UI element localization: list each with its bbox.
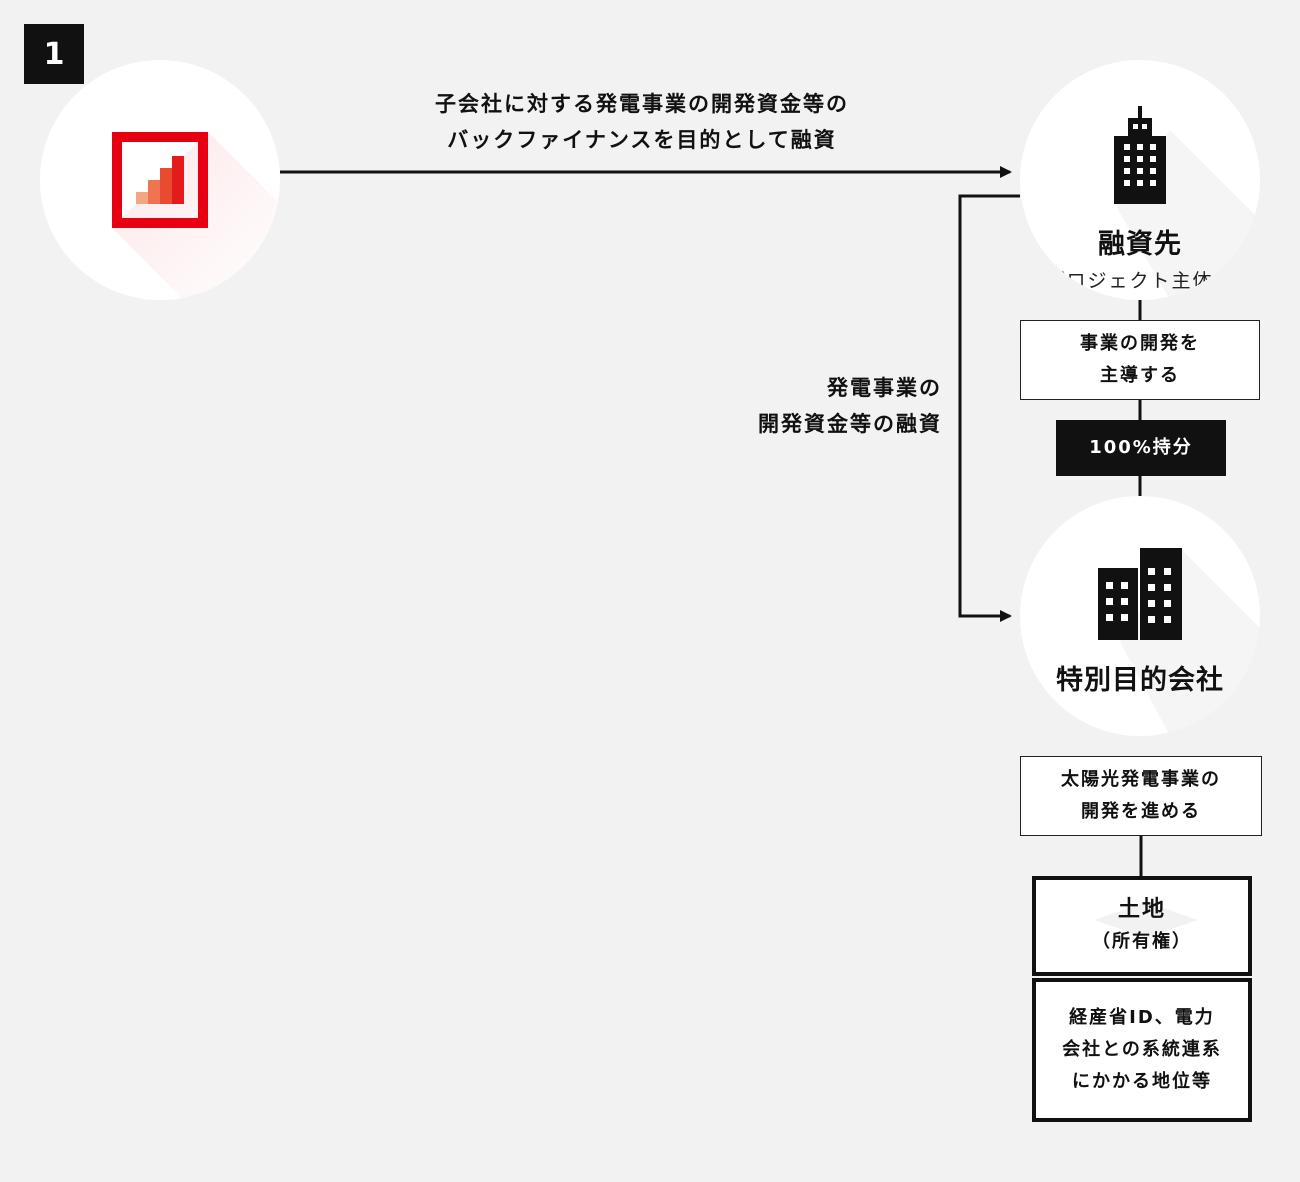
borrower-role-line2: 主導する xyxy=(1100,365,1180,386)
side-arrow-caption-line1: 発電事業の xyxy=(827,376,942,400)
bar-chart-logo-icon xyxy=(112,132,208,228)
office-buildings-icon xyxy=(1098,548,1182,640)
land-subtitle: （所有権） xyxy=(1092,931,1192,952)
lender-circle xyxy=(40,60,280,300)
side-arrow-caption-line2: 開発資金等の融資 xyxy=(758,412,942,436)
borrower-circle: 融資先 （プロジェクト主体者） xyxy=(1020,60,1260,300)
borrower-role-box: 事業の開発を 主導する xyxy=(1020,320,1260,400)
borrower-title: 融資先 xyxy=(1098,229,1182,260)
spc-title: 特別目的会社 xyxy=(1056,665,1224,696)
borrower-subtitle: （プロジェクト主体者） xyxy=(1024,270,1256,292)
land-asset-box: 土地 （所有権） xyxy=(1032,876,1252,976)
top-arrow-caption-line2: バックファイナンスを目的として融資 xyxy=(447,128,837,152)
side-arrow-caption: 発電事業の 開発資金等の融資 xyxy=(700,370,942,442)
spc-role-box: 太陽光発電事業の 開発を進める xyxy=(1020,756,1262,836)
borrower-to-spc-arrow xyxy=(958,194,1020,622)
top-arrow-caption-line1: 子会社に対する発電事業の開発資金等の xyxy=(435,92,849,116)
spc-role-line2: 開発を進める xyxy=(1081,801,1201,822)
step-number-badge: 1 xyxy=(24,24,84,84)
lender-long-shadow xyxy=(112,132,280,300)
borrower-role-line1: 事業の開発を xyxy=(1080,333,1200,354)
ownership-label: 100%持分 xyxy=(1089,437,1193,458)
office-tower-icon xyxy=(1114,106,1166,204)
ownership-badge: 100%持分 xyxy=(1056,420,1226,476)
grid-rights-line1: 経産省ID、電力 xyxy=(1069,1007,1215,1028)
grid-rights-line3: にかかる地位等 xyxy=(1072,1071,1212,1092)
land-title: 土地 xyxy=(1117,897,1166,922)
grid-rights-box: 経産省ID、電力 会社との系統連系 にかかる地位等 xyxy=(1032,978,1252,1122)
land-diamond-icon xyxy=(1094,902,1198,938)
spc-role-line1: 太陽光発電事業の xyxy=(1061,769,1221,790)
top-arrow-caption: 子会社に対する発電事業の開発資金等の バックファイナンスを目的として融資 xyxy=(412,86,872,158)
grid-rights-line2: 会社との系統連系 xyxy=(1062,1039,1222,1060)
spc-circle: 特別目的会社 xyxy=(1020,496,1260,736)
